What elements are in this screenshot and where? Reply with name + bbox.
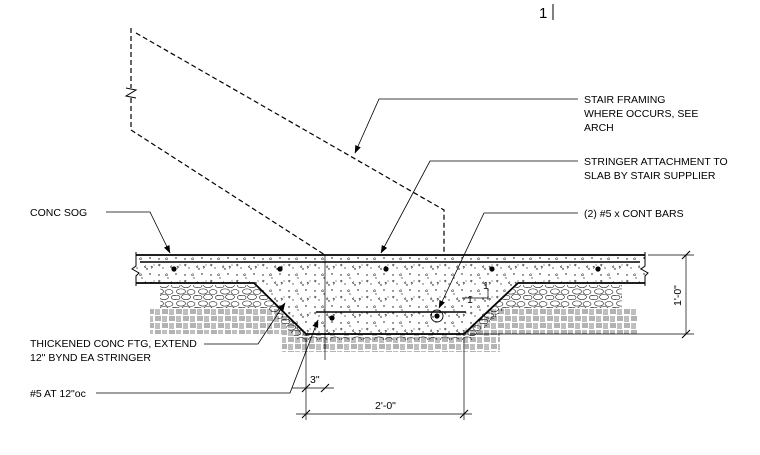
- sheet-number: 1: [539, 5, 547, 22]
- footing-rebar: [316, 309, 466, 323]
- thickened-ftg-line-1: THICKENED CONC FTG, EXTEND: [30, 338, 197, 350]
- callout-stair-framing: STAIR FRAMING WHERE OCCURS, SEE ARCH: [354, 94, 698, 154]
- depth-dimension-text: 1'-0": [672, 285, 684, 306]
- slope-run: 1: [483, 280, 489, 292]
- stair-framing-line-1: STAIR FRAMING: [584, 94, 665, 106]
- stair-framing-line-2: WHERE OCCURS, SEE: [584, 108, 698, 120]
- thickened-ftg-line-2: 12" BYND EA STRINGER: [30, 352, 151, 364]
- conc-sog-label: CONC SOG: [30, 207, 87, 219]
- slope-indicator: 1 1: [462, 280, 489, 306]
- rebar-spacing-label: #5 AT 12"oc: [30, 388, 86, 400]
- callout-stringer-attachment: STRINGER ATTACHMENT TO SLAB BY STAIR SUP…: [380, 156, 728, 254]
- dimension-depth: [470, 250, 694, 339]
- compacted-soil: [150, 308, 638, 352]
- dimension-width: [296, 338, 472, 420]
- dimension-offset: [292, 338, 334, 420]
- gravel-base: [160, 285, 622, 340]
- slab-rebar: [140, 261, 640, 272]
- callout-conc-sog: CONC SOG: [30, 207, 171, 254]
- stair-framing-outline: [130, 28, 445, 256]
- width-dimension-text: 2'-0": [375, 400, 396, 412]
- stringer-attachment-line-1: STRINGER ATTACHMENT TO: [584, 156, 728, 168]
- slope-rise: 1: [467, 294, 473, 306]
- callout-rebar-spacing: #5 AT 12"oc: [30, 319, 319, 400]
- stair-framing-line-3: ARCH: [584, 122, 614, 134]
- concrete-slab-footing: [131, 252, 649, 335]
- callout-thickened-footing: THICKENED CONC FTG, EXTEND 12" BYND EA S…: [30, 302, 286, 364]
- callout-cont-bars: (2) #5 x CONT BARS: [438, 208, 684, 309]
- offset-dimension-text: 3": [310, 374, 320, 386]
- cont-bars-label: (2) #5 x CONT BARS: [584, 208, 684, 220]
- break-symbol: [124, 87, 138, 99]
- stringer-attachment-line-2: SLAB BY STAIR SUPPLIER: [584, 170, 716, 182]
